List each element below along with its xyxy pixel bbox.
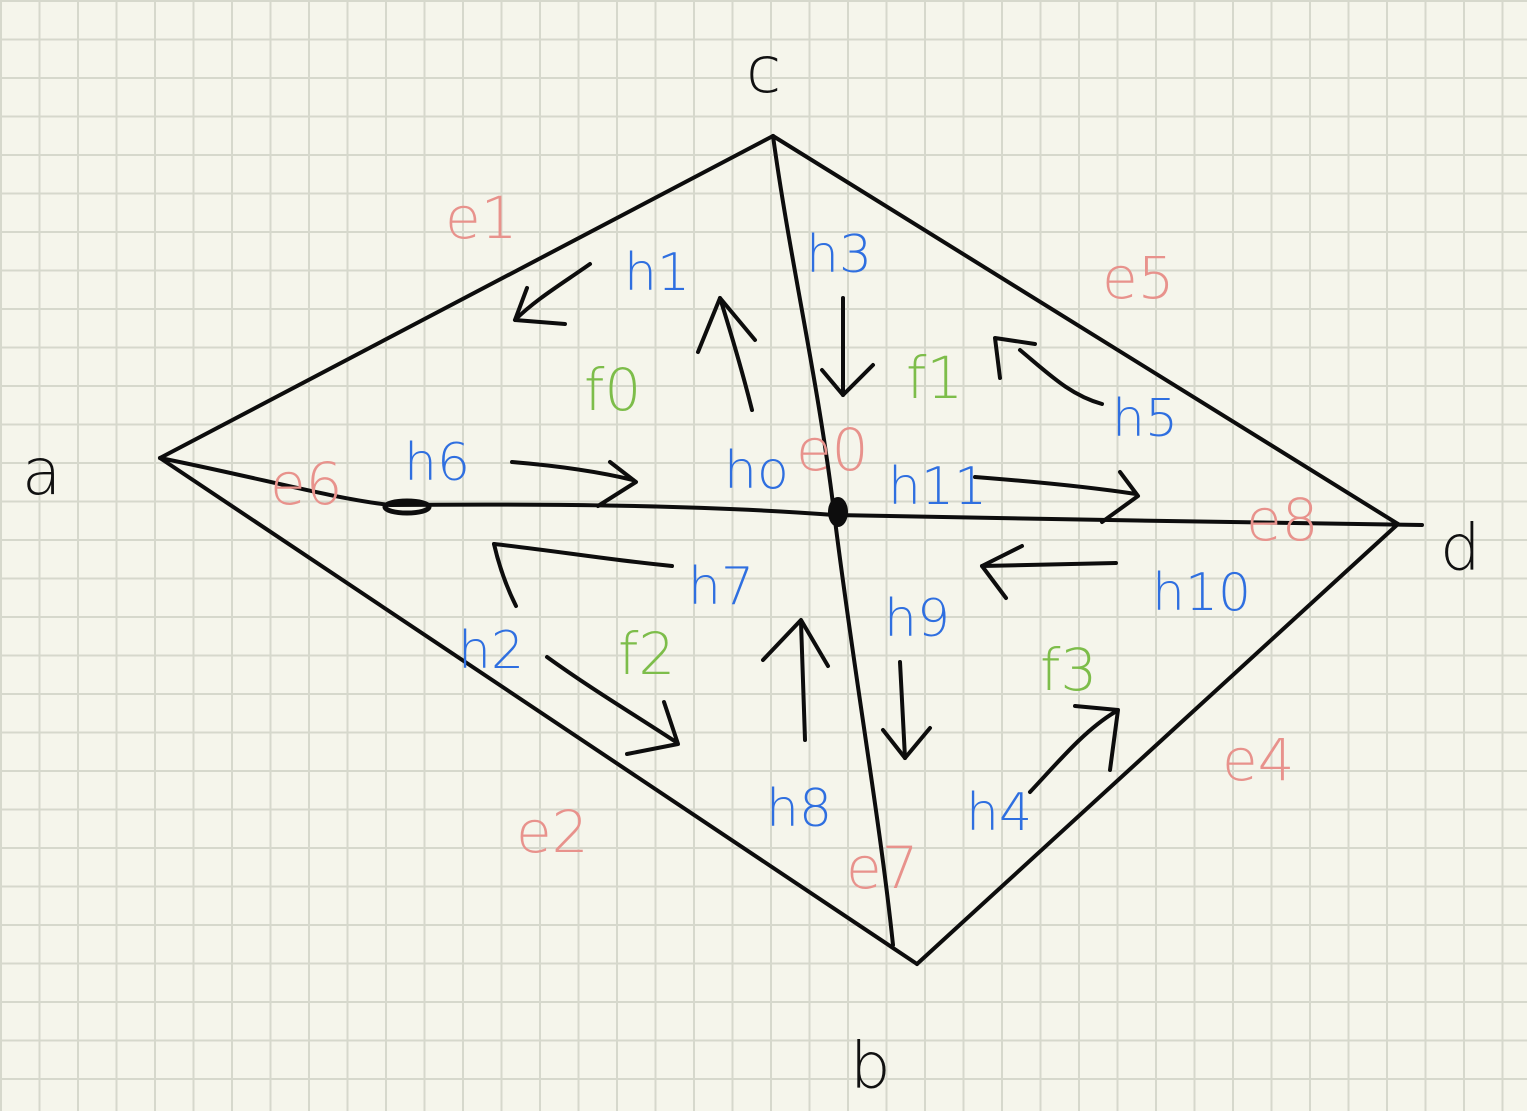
edge-label-e8: e8 <box>1246 486 1319 554</box>
vertex-label-b: b <box>850 1030 891 1104</box>
halfedge-label-h11: h11 <box>888 457 987 517</box>
h2-arrow <box>545 655 678 744</box>
edge-mark <box>382 498 432 516</box>
h9-arrowhead-icon <box>980 544 1024 600</box>
halfedge-label-h3: h3 <box>806 225 872 285</box>
vertex-label-c: c <box>746 34 781 108</box>
h7-arrow <box>492 542 674 568</box>
edge-line-ad <box>158 456 1424 527</box>
halfedge-label-h9: h9 <box>884 589 950 649</box>
halfedge-label-h4: h4 <box>966 783 1032 843</box>
vertex-label-a: a <box>22 436 61 510</box>
center-vertex <box>828 497 848 527</box>
h0-arrow <box>718 296 754 412</box>
face-label-f1: f1 <box>906 344 963 412</box>
halfedge-label-h1: h1 <box>624 243 690 303</box>
edge-line-db <box>915 522 1400 966</box>
h6-arrow <box>510 460 635 482</box>
halfedge-label-h6: h6 <box>404 433 470 493</box>
h9-down-arrow <box>898 660 907 760</box>
edge-label-e6: e6 <box>270 450 343 518</box>
h5-arrow <box>1018 348 1104 406</box>
edge-line-ac <box>158 134 775 460</box>
h11-arrowhead-icon <box>1100 470 1140 524</box>
halfedge-label-h2: h2 <box>458 621 524 681</box>
edge-line-cd <box>771 134 1400 526</box>
h11-arrow <box>973 475 1138 496</box>
face-label-f3: f3 <box>1040 636 1097 704</box>
h4-arrowhead-icon <box>1073 704 1120 772</box>
h1-arrow <box>513 262 592 322</box>
edge-label-e2: e2 <box>516 798 589 866</box>
edge-label-e4: e4 <box>1222 726 1295 794</box>
face-label-f2: f2 <box>618 620 675 688</box>
h6-arrowhead-icon <box>596 460 638 508</box>
face-label-f0: f0 <box>584 356 641 424</box>
h9-arrow <box>980 561 1118 568</box>
h1-arrowhead-icon <box>513 286 567 326</box>
edge-label-e7: e7 <box>846 834 919 902</box>
edge-label-e5: e5 <box>1102 244 1175 312</box>
halfedge-label-h8: h8 <box>766 779 832 839</box>
h0-arrowhead-icon <box>696 296 757 354</box>
halfedge-label-h0: ho <box>724 441 789 501</box>
vertex-label-d: d <box>1440 512 1481 586</box>
edge-label-e1: e1 <box>445 184 518 252</box>
h4-arrow <box>1028 710 1117 794</box>
h3-arrowhead-icon <box>820 363 875 397</box>
h8-arrowhead-icon <box>761 618 830 668</box>
halfedge-label-h7: h7 <box>688 557 754 617</box>
halfedge-label-h5: h5 <box>1112 389 1178 449</box>
h5-arrowhead-icon <box>993 336 1037 380</box>
h7-arrowhead-icon <box>492 542 518 608</box>
edge-line-ba <box>158 456 919 966</box>
h2-arrowhead-icon <box>625 700 680 756</box>
edge-label-e0: e0 <box>796 416 869 484</box>
halfedge-label-h10: h10 <box>1152 563 1251 623</box>
h9-down-arrowhead-icon <box>881 726 932 760</box>
h8-arrow <box>799 620 807 742</box>
